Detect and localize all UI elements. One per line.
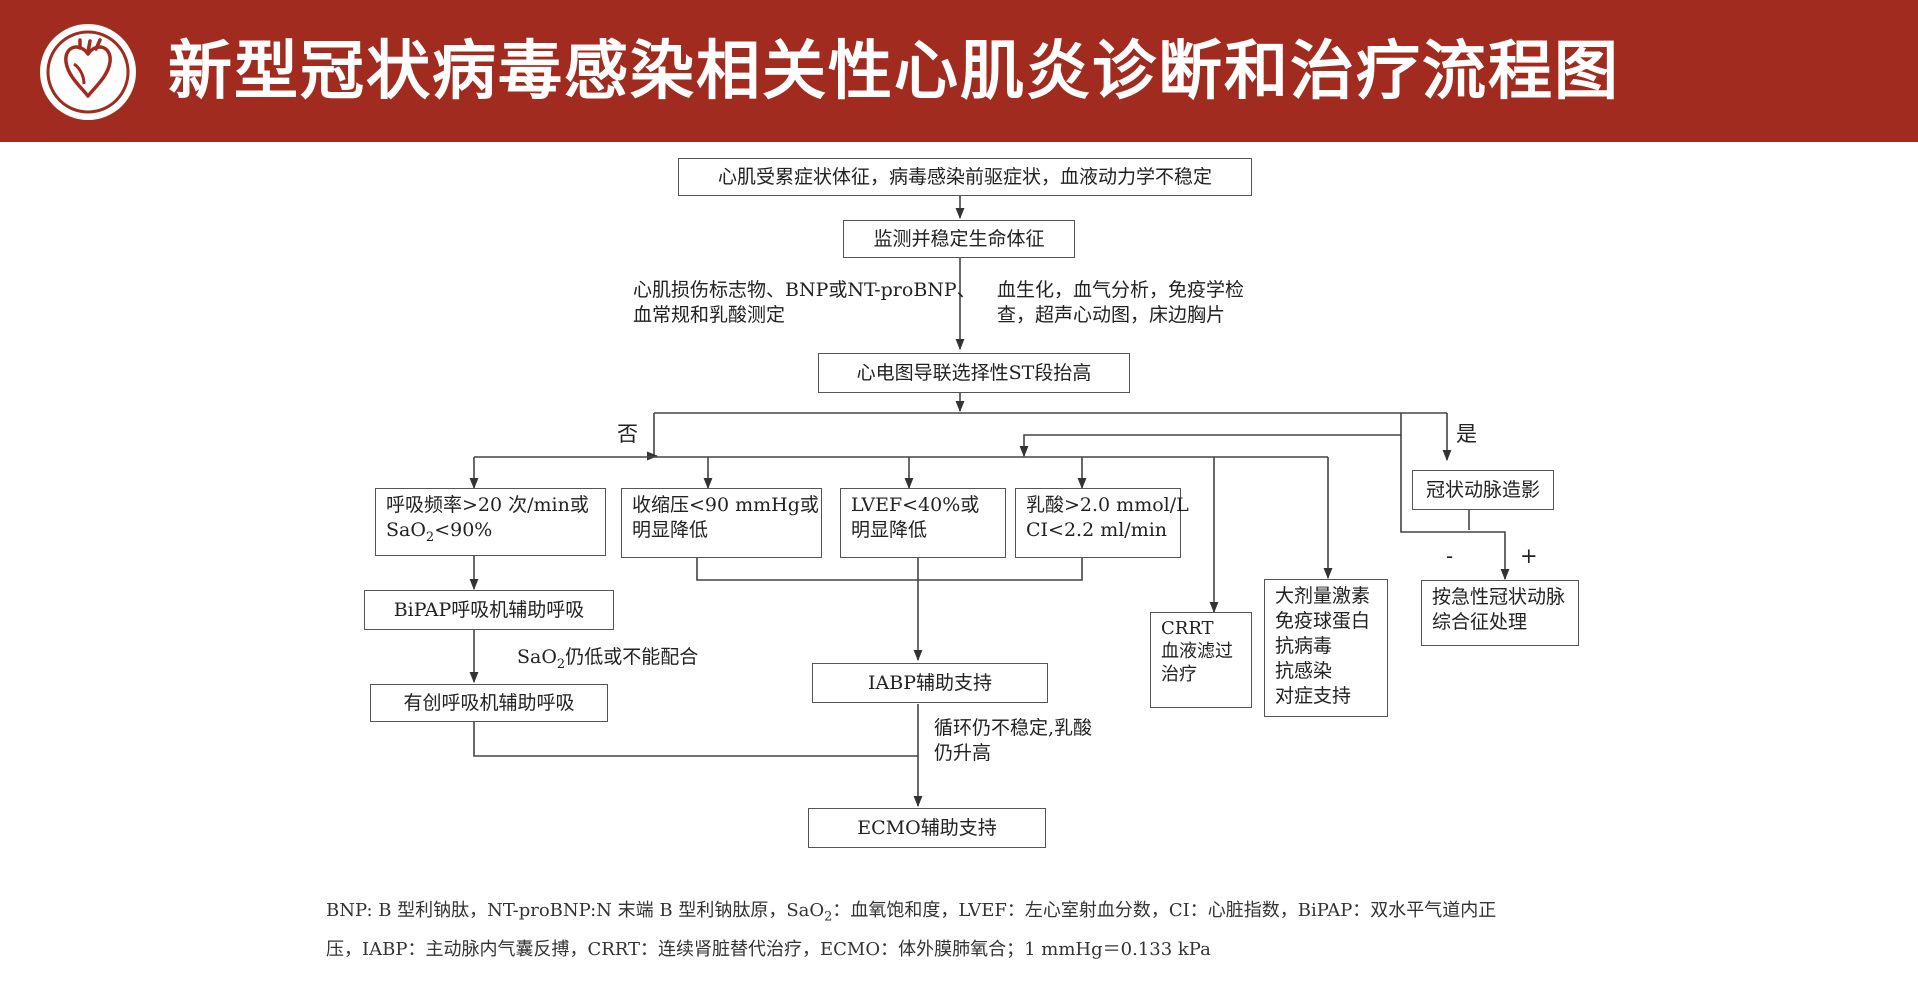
heart-icon [40,24,136,120]
criterion-respiration-box: 呼吸频率>20 次/min或 SaO2<90% [375,488,606,556]
legend-subscript: 2 [824,909,833,925]
drug-therapy-line1: 大剂量激素 [1275,585,1371,607]
circulation-note-line1: 循环仍不稳定,乳酸 [934,717,1093,739]
tests-right-line2: 查，超声心动图，床边胸片 [997,304,1226,326]
tests-left-line2: 血常规和乳酸测定 [633,304,786,326]
plus-label: + [1520,544,1538,568]
sao2-note-subscript: 2 [556,656,566,672]
sao2-threshold: <90% [434,519,493,541]
criterion-lvef-line2: 明显降低 [851,519,928,541]
acs-line1: 按急性冠状动脉 [1432,586,1566,608]
tests-right-line1: 血生化，血气分析，免疫学检 [997,279,1245,301]
drug-therapy-line5: 对症支持 [1275,685,1352,707]
crrt-line3: 治疗 [1161,664,1197,685]
sao2-subscript: 2 [425,529,435,545]
circulation-note-line2: 仍升高 [934,742,992,764]
criterion-lactate-box: 乳酸>2.0 mmol/L CI<2.2 ml/min [1015,488,1189,558]
criterion-lvef-line1: LVEF<40%或 [851,494,980,516]
drug-therapy-line4: 抗感染 [1275,660,1333,682]
start-box: 心肌受累症状体征，病毒感染前驱症状，血液动力学不稳定 [678,158,1252,196]
acs-treatment-box: 按急性冠状动脉 综合征处理 [1421,580,1579,646]
criterion-lactate-line1: 乳酸>2.0 mmol/L [1026,494,1189,516]
legend-line1-part2: ：血氧饱和度，LVEF：左心室射血分数，CI：心脏指数，BiPAP：双水平气道内… [832,900,1497,921]
legend-line1: BNP: B 型利钠肽，NT-proBNP:N 末端 B 型利钠肽原，SaO2：… [326,896,1497,925]
crrt-box: CRRT 血液滤过 治疗 [1150,612,1252,708]
minus-label: - [1446,544,1454,568]
bipap-box: BiPAP呼吸机辅助呼吸 [364,590,614,630]
criterion-respiration-line2: SaO2<90% [386,518,595,545]
angiography-box: 冠状动脉造影 [1412,470,1554,510]
iabp-box: IABP辅助支持 [812,663,1048,703]
drug-therapy-line3: 抗病毒 [1275,635,1333,657]
criterion-bp-box: 收缩压<90 mmHg或 明显降低 [621,488,822,558]
ecg-box: 心电图导联选择性ST段抬高 [818,353,1130,393]
branch-yes-label: 是 [1456,422,1477,446]
page-title: 新型冠状病毒感染相关性心肌炎诊断和治疗流程图 [168,35,1620,109]
arrow-angio-minus [1400,435,1510,581]
criterion-bp-line1: 收缩压<90 mmHg或 [632,494,819,516]
monitor-box: 监测并稳定生命体征 [843,220,1075,258]
crrt-line2: 血液滤过 [1161,641,1233,662]
drug-therapy-box: 大剂量激素 免疫球蛋白 抗病毒 抗感染 对症支持 [1264,579,1388,717]
invasive-to-ecmo-line [473,722,918,757]
invasive-ventilation-box: 有创呼吸机辅助呼吸 [370,684,608,722]
criterion-bp-line2: 明显降低 [632,519,709,541]
tests-left-line1: 心肌损伤标志物、BNP或NT-proBNP、 [633,279,976,301]
criterion-lactate-line2: CI<2.2 ml/min [1026,519,1168,541]
legend-line1-part1: BNP: B 型利钠肽，NT-proBNP:N 末端 B 型利钠肽原，SaO [326,900,825,921]
feedback-loop [1019,413,1402,458]
ecmo-box: ECMO辅助支持 [808,808,1046,848]
legend-line2: 压，IABP：主动脉内气囊反搏，CRRT：连续肾脏替代治疗，ECMO：体外膜肺氧… [326,939,1211,960]
crrt-line1: CRRT [1161,618,1214,639]
sao2-note: SaO2仍低或不能配合 [517,645,699,672]
acs-line2: 综合征处理 [1432,611,1528,633]
sao2-text: SaO [386,519,426,541]
title-banner: 新型冠状病毒感染相关性心肌炎诊断和治疗流程图 [0,0,1918,142]
sao2-note-suffix: 仍低或不能配合 [565,646,699,668]
branch-no-label: 否 [617,422,638,446]
criterion-lvef-box: LVEF<40%或 明显降低 [840,488,1006,558]
criterion-respiration-line1: 呼吸频率>20 次/min或 [386,494,589,516]
drug-therapy-line2: 免疫球蛋白 [1275,610,1371,632]
sao2-note-text: SaO [517,646,557,668]
merge-bp-lvef-lactate [696,557,1083,581]
arrow-no-branch [646,413,659,461]
